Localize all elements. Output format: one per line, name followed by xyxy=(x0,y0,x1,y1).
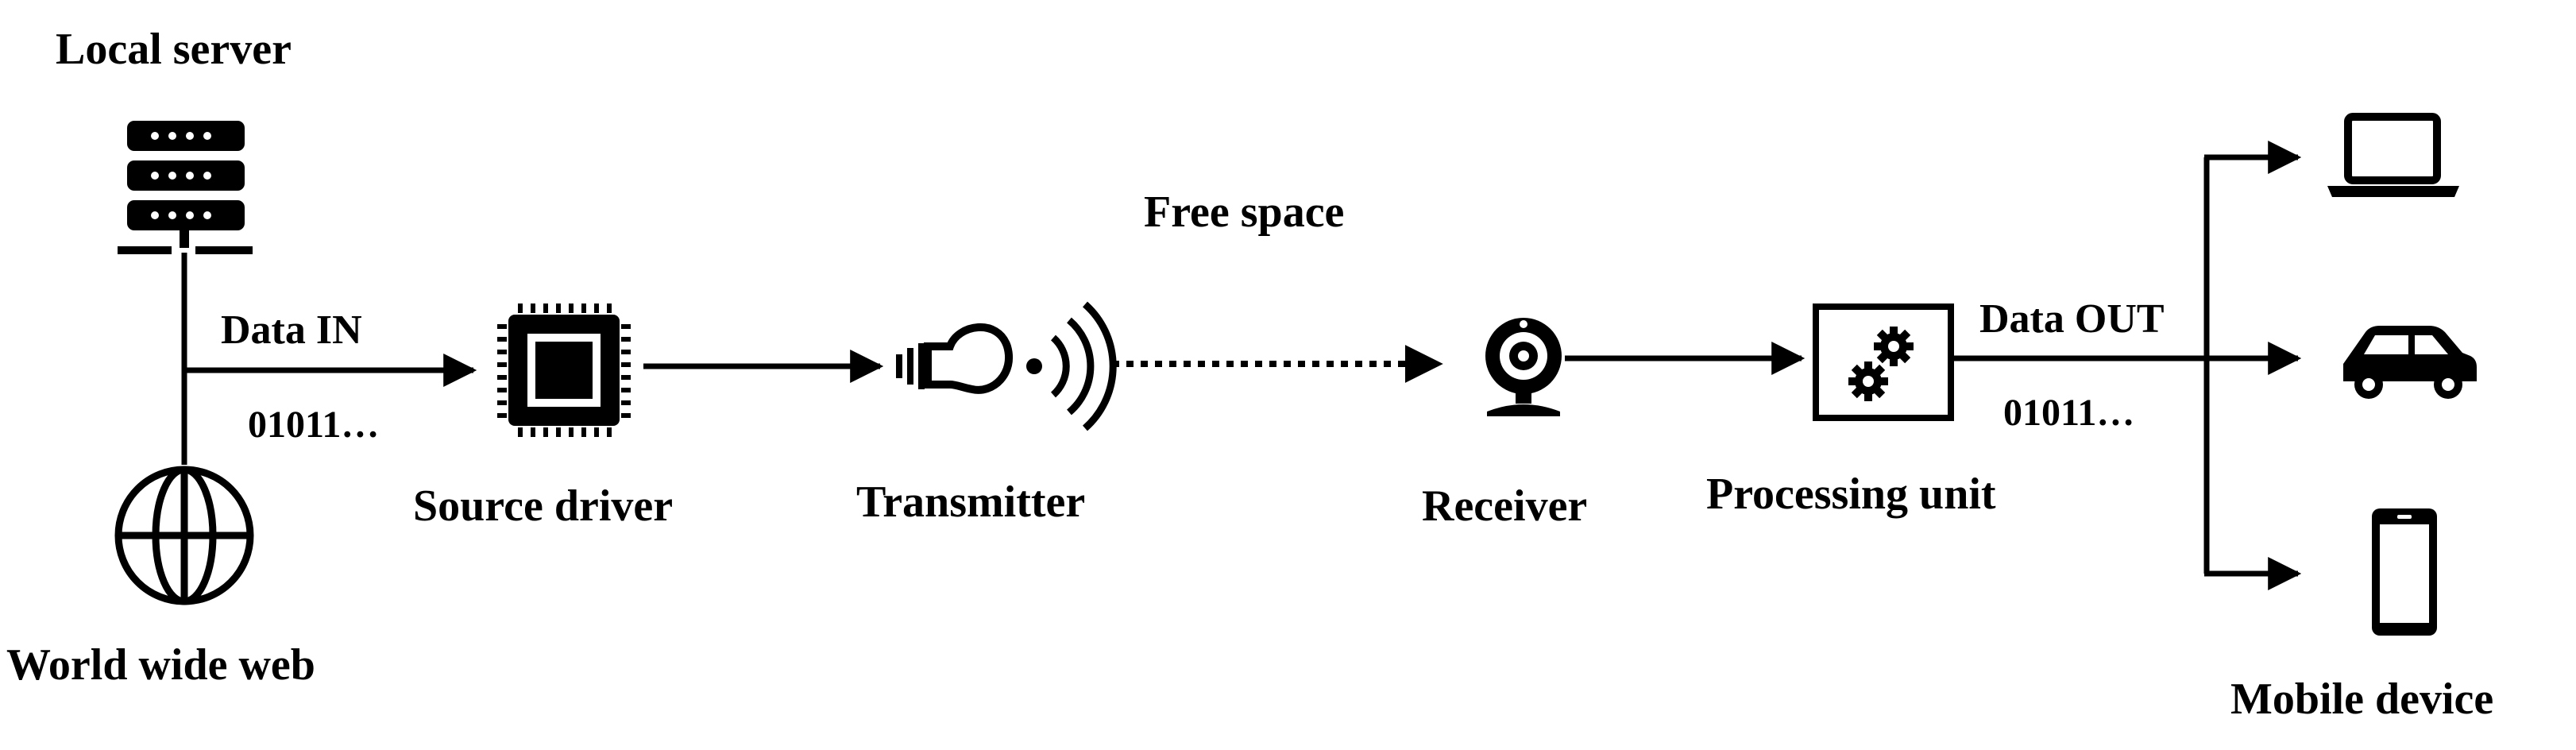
light-bulb-transmitter-icon xyxy=(896,323,1013,394)
data-in-label: Data IN xyxy=(221,307,362,353)
gears-icon xyxy=(1848,327,1914,401)
data-out-bits-label: 01011… xyxy=(2003,392,2134,434)
laptop-icon xyxy=(2327,113,2459,197)
webcam-receiver-icon xyxy=(1485,318,1562,416)
source-driver-label: Source driver xyxy=(413,481,673,531)
processing-unit-label: Processing unit xyxy=(1706,470,1996,519)
data-in-bits-label: 01011… xyxy=(248,404,379,446)
local-server-label: Local server xyxy=(56,25,292,74)
microchip-icon xyxy=(497,303,631,437)
wireless-signal-icon xyxy=(1026,301,1117,431)
world-wide-web-label: World wide web xyxy=(6,640,315,690)
mobile-device-label: Mobile device xyxy=(2230,675,2493,724)
transmitter-label: Transmitter xyxy=(856,477,1085,527)
server-rack-icon xyxy=(118,121,253,254)
car-icon xyxy=(2343,326,2477,399)
processing-unit-icon xyxy=(1813,303,1954,421)
free-space-label: Free space xyxy=(1144,188,1344,237)
globe-icon xyxy=(114,466,254,605)
smartphone-icon xyxy=(2372,508,2437,636)
receiver-label: Receiver xyxy=(1422,481,1587,531)
data-out-label: Data OUT xyxy=(1979,296,2165,342)
connectors xyxy=(181,141,2302,590)
